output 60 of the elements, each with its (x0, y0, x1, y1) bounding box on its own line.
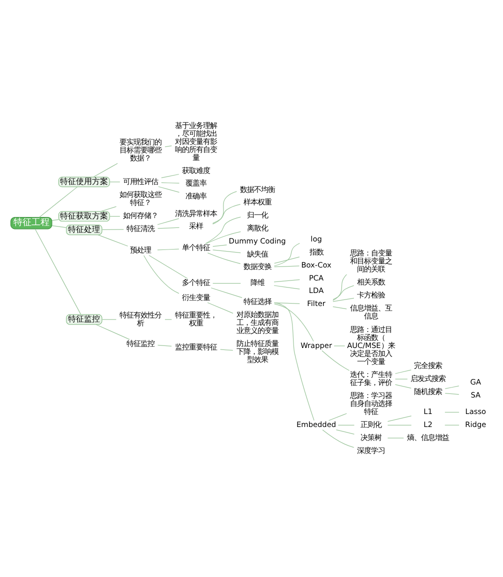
connector (148, 255, 188, 279)
connector (322, 430, 354, 448)
connector (157, 227, 180, 229)
connector (210, 288, 242, 298)
connector (336, 430, 355, 434)
connector (444, 424, 460, 426)
connector (39, 186, 78, 218)
connector (157, 344, 172, 346)
connector (164, 319, 172, 320)
connector (332, 298, 354, 302)
connector (322, 350, 350, 371)
connector (220, 349, 234, 351)
connector (34, 228, 82, 315)
node-box: 特征工程 (10, 216, 52, 230)
connector (212, 250, 241, 254)
connector (96, 324, 130, 340)
connector (161, 174, 180, 178)
connector (328, 413, 347, 421)
connector (109, 216, 120, 217)
connector (164, 145, 172, 148)
connector (394, 370, 412, 374)
connector (205, 216, 241, 244)
connector (332, 306, 347, 310)
connector (206, 231, 241, 244)
connector (157, 218, 180, 225)
connector (212, 204, 241, 224)
connector (52, 219, 59, 221)
connector (274, 242, 300, 266)
connector (212, 191, 237, 224)
connector (207, 302, 234, 314)
connector (161, 182, 180, 184)
connector (387, 416, 412, 422)
connector (394, 384, 412, 389)
connector (102, 319, 116, 320)
connector (100, 206, 117, 212)
connector (212, 244, 228, 247)
connector (158, 186, 180, 193)
connector (387, 424, 412, 426)
connector (332, 285, 354, 300)
connector (93, 163, 118, 178)
connector (444, 412, 460, 413)
connector (207, 252, 241, 264)
connector (394, 378, 408, 380)
connector (274, 279, 300, 282)
connector (274, 304, 314, 342)
connector (274, 285, 300, 290)
connector (157, 248, 180, 250)
connector (98, 234, 128, 246)
connector (444, 386, 460, 390)
connector (338, 424, 355, 426)
connector (274, 266, 300, 268)
connector (212, 282, 241, 284)
connector (444, 392, 460, 395)
connector (102, 229, 124, 230)
connector (332, 274, 348, 301)
connector (274, 302, 314, 421)
connector (144, 255, 180, 294)
connector (52, 225, 67, 228)
connector (274, 302, 300, 304)
connector (274, 256, 300, 264)
